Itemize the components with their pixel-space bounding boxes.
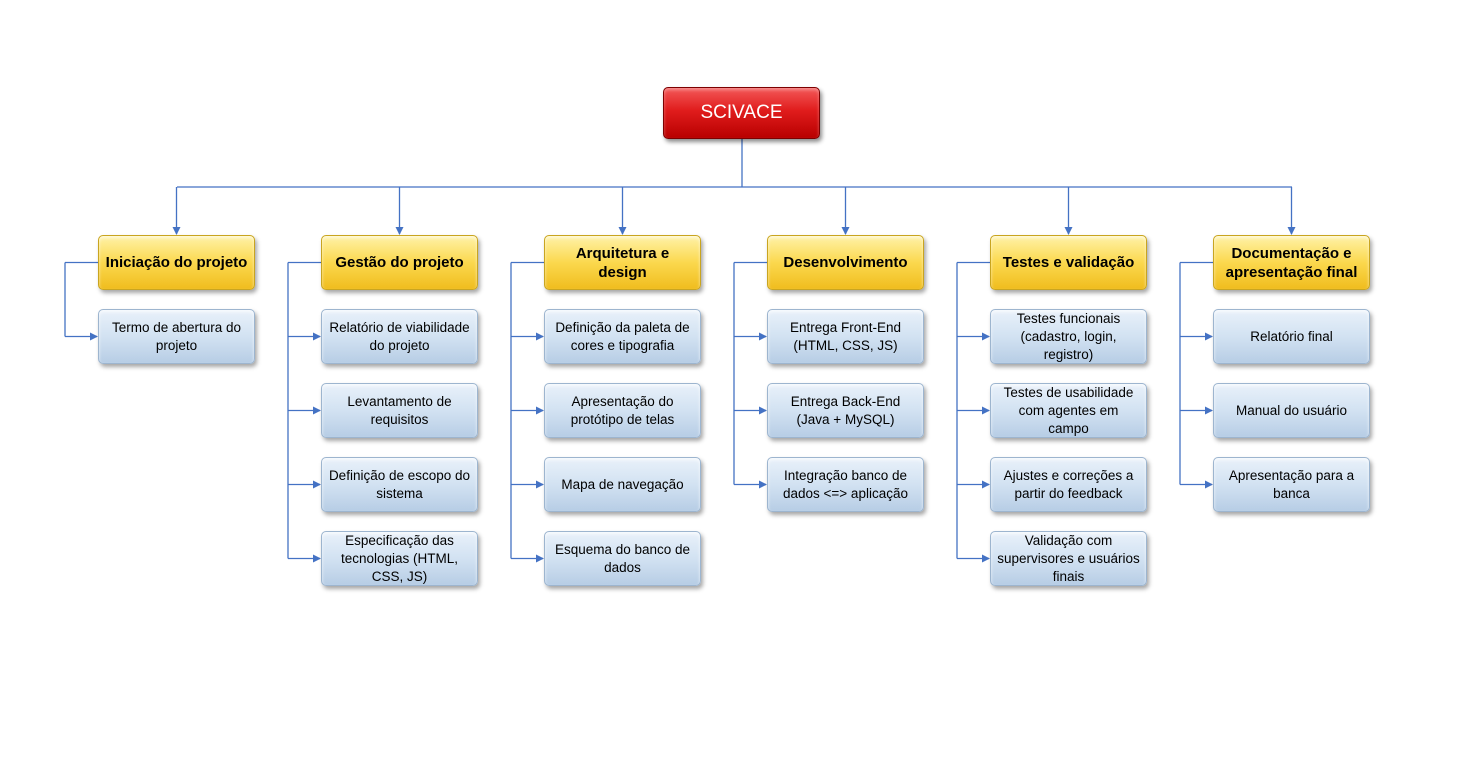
branch-node: Arquitetura e design — [544, 235, 701, 290]
branch-node: Testes e validação — [990, 235, 1147, 290]
leaf-node: Especificação das tecnologias (HTML, CSS… — [321, 531, 478, 586]
root-node: SCIVACE — [663, 87, 820, 139]
leaf-node: Relatório de viabilidade do projeto — [321, 309, 478, 364]
leaf-node: Levantamento de requisitos — [321, 383, 478, 438]
leaf-node: Validação com supervisores e usuários fi… — [990, 531, 1147, 586]
leaf-node: Apresentação do protótipo de telas — [544, 383, 701, 438]
leaf-node: Definição de escopo do sistema — [321, 457, 478, 512]
leaf-node: Integração banco de dados <=> aplicação — [767, 457, 924, 512]
leaf-node: Manual do usuário — [1213, 383, 1370, 438]
leaf-node: Entrega Front-End (HTML, CSS, JS) — [767, 309, 924, 364]
leaf-node: Esquema do banco de dados — [544, 531, 701, 586]
leaf-node: Entrega Back-End (Java + MySQL) — [767, 383, 924, 438]
branch-node: Iniciação do projeto — [98, 235, 255, 290]
branch-node: Gestão do projeto — [321, 235, 478, 290]
leaf-node: Testes funcionais (cadastro, login, regi… — [990, 309, 1147, 364]
leaf-node: Ajustes e correções a partir do feedback — [990, 457, 1147, 512]
branch-node: Desenvolvimento — [767, 235, 924, 290]
leaf-node: Definição da paleta de cores e tipografi… — [544, 309, 701, 364]
leaf-node: Relatório final — [1213, 309, 1370, 364]
leaf-node: Apresentação para a banca — [1213, 457, 1370, 512]
branch-node: Documentação e apresentação final — [1213, 235, 1370, 290]
leaf-node: Testes de usabilidade com agentes em cam… — [990, 383, 1147, 438]
leaf-node: Termo de abertura do projeto — [98, 309, 255, 364]
leaf-node: Mapa de navegação — [544, 457, 701, 512]
